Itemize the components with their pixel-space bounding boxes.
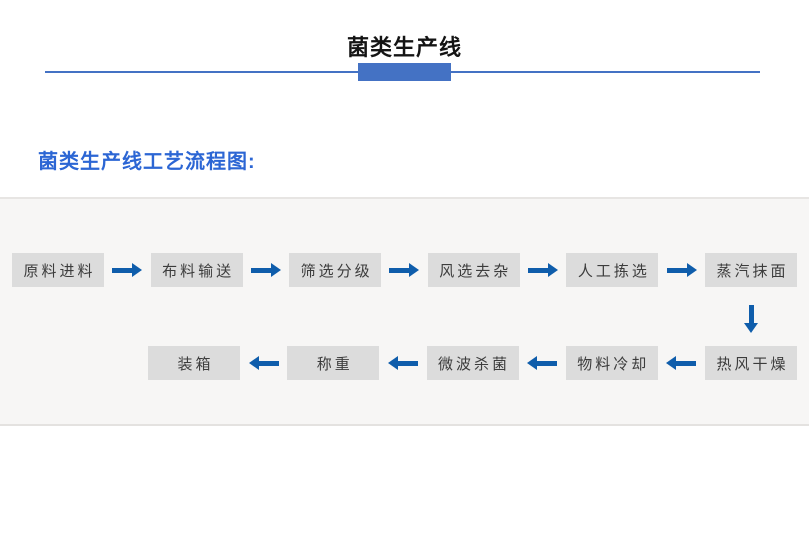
node-screening-grading: 筛选分级 xyxy=(289,253,382,287)
title-divider-center-rect xyxy=(358,63,451,81)
node-air-selection-impurity-removal: 风选去杂 xyxy=(427,253,520,287)
node-material-cooling: 物料冷却 xyxy=(565,346,658,380)
arrow-right-icon xyxy=(528,263,559,277)
arrow-right-icon xyxy=(250,263,281,277)
arrow-right-icon xyxy=(112,263,143,277)
arrow-down-icon xyxy=(744,305,759,333)
node-microwave-sterilization: 微波杀菌 xyxy=(426,346,519,380)
node-steam-surface-wiping: 蒸汽抹面 xyxy=(704,253,797,287)
flow-row-1: 原料进料 布料输送 筛选分级 风选去杂 人工拣选 蒸汽抹面 xyxy=(12,253,797,287)
arrow-left-icon xyxy=(527,356,558,370)
page-title: 菌类生产线 xyxy=(346,35,462,60)
flow-panel: 原料进料 布料输送 筛选分级 风选去杂 人工拣选 蒸汽抹面 热风干燥 物料冷却 … xyxy=(0,197,809,426)
node-raw-material-feed: 原料进料 xyxy=(12,253,104,287)
arrow-right-icon xyxy=(666,263,697,277)
node-hot-air-drying: 热风干燥 xyxy=(705,346,797,380)
arrow-left-icon xyxy=(387,356,418,370)
arrow-left-icon xyxy=(248,356,279,370)
node-packing: 装箱 xyxy=(148,346,240,380)
arrow-left-icon xyxy=(666,356,697,370)
node-weighing: 称重 xyxy=(287,346,380,380)
arrow-right-icon xyxy=(389,263,420,277)
flow-row-2: 热风干燥 物料冷却 微波杀菌 称重 装箱 xyxy=(148,346,797,380)
node-material-conveying: 布料输送 xyxy=(150,253,243,287)
section-heading: 菌类生产线工艺流程图: xyxy=(38,151,256,173)
node-manual-picking: 人工拣选 xyxy=(566,253,659,287)
